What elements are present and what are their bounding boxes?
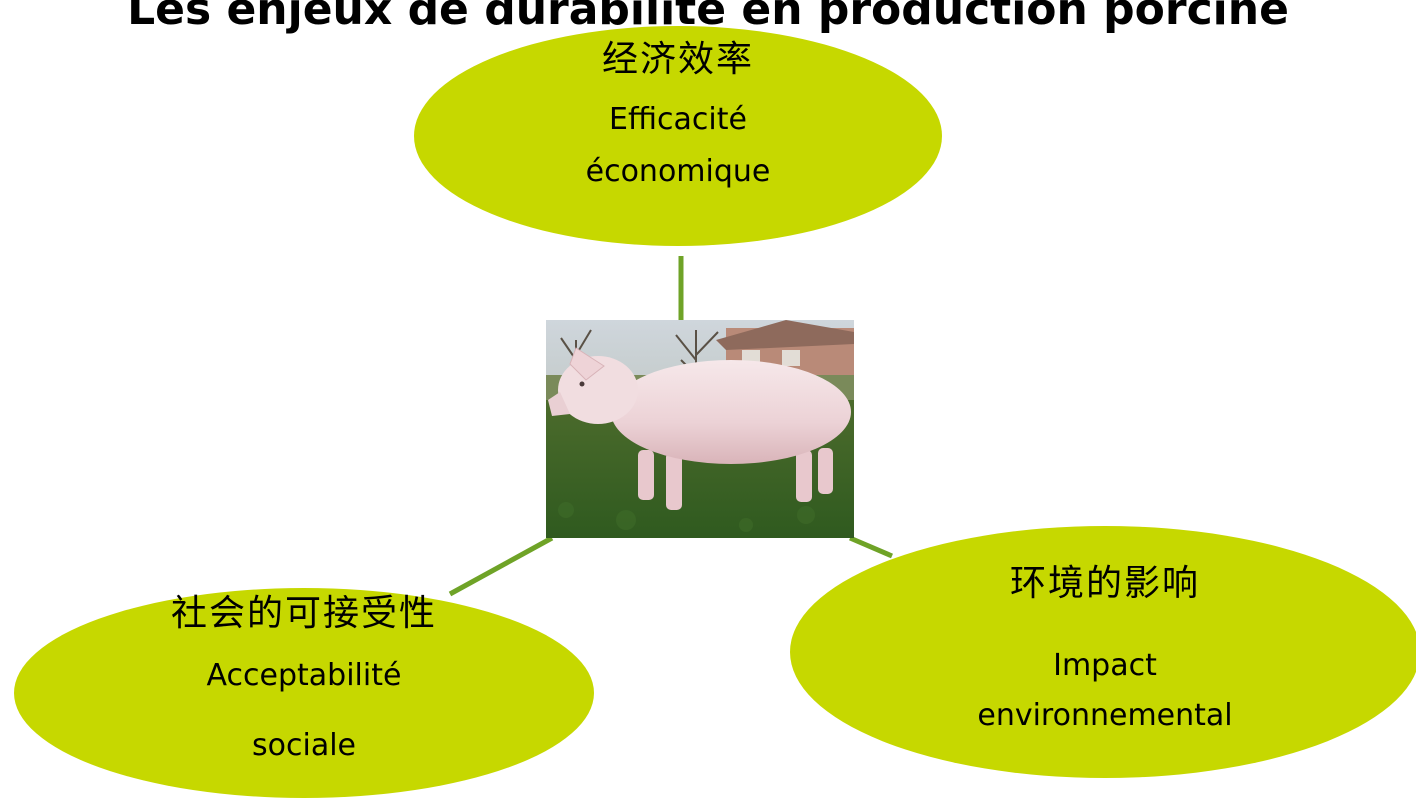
pig-photo (546, 320, 854, 538)
connector-right (849, 535, 893, 559)
node-environmental-impact: 环境的影响 Impact environnemental (790, 526, 1416, 778)
connector-left (448, 535, 554, 597)
node-environment-fr-line2: environnemental (977, 698, 1233, 733)
pig-image (546, 320, 854, 538)
node-environment-zh: 环境的影响 (1009, 563, 1200, 604)
node-economic-fr-line1: Efficacité (609, 102, 747, 137)
node-social-fr-line2: sociale (252, 728, 356, 763)
node-environment-fr-line1: Impact (1053, 648, 1157, 683)
node-social-acceptability: 社会的可接受性 Acceptabilité sociale (14, 588, 594, 798)
node-social-fr-line1: Acceptabilité (206, 658, 402, 693)
node-economic-efficiency: 经济效率 Efficacité économique (414, 26, 942, 246)
node-economic-zh: 经济效率 (601, 39, 754, 80)
node-social-zh: 社会的可接受性 (170, 593, 437, 634)
node-economic-fr-line2: économique (585, 154, 771, 189)
